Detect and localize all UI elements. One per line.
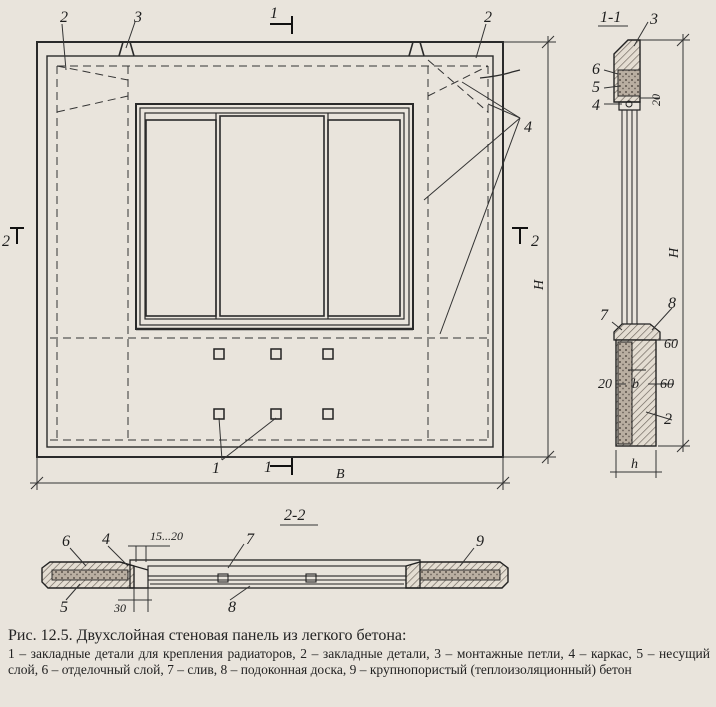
s22-label-5: 5: [60, 599, 68, 616]
section-2-2: 2-2: [41, 507, 509, 616]
s22-label-30: 30: [113, 601, 126, 615]
section-1-1-small-h-label: h: [631, 457, 638, 472]
s11-label-8: 8: [668, 295, 676, 312]
section-cut-1: [270, 16, 293, 475]
section-2-2-title: 2-2: [284, 507, 305, 524]
caption-title: Рис. 12.5. Двухслойная стеновая панель и…: [8, 627, 407, 644]
figure-caption: Рис. 12.5. Двухслойная стеновая панель и…: [8, 626, 710, 677]
section-1-bottom-label: 1: [264, 459, 272, 476]
leader-lines: [61, 21, 521, 461]
caption-legend: 1 – закладные детали для крепления радиа…: [8, 646, 710, 677]
dimension-h-label: H: [532, 279, 547, 291]
s11-label-20-mid: 20: [598, 377, 612, 392]
s11-label-5: 5: [592, 79, 600, 96]
sill-section: [613, 323, 661, 341]
s22-label-6: 6: [62, 533, 70, 550]
s11-label-3: 3: [649, 11, 658, 28]
s22-label-8: 8: [228, 599, 236, 616]
section-1-1-title: 1-1: [600, 9, 621, 26]
callout-2-left: 2: [60, 9, 68, 26]
s11-label-60-top: 60: [664, 337, 678, 352]
section-2-left-label: 2: [2, 233, 10, 250]
small-hook: [479, 69, 521, 79]
dimension-b-label: B: [336, 467, 345, 482]
window: [135, 103, 414, 331]
front-elevation: 1 1 2 2 H B: [2, 5, 556, 490]
s11-label-b: b: [632, 377, 639, 392]
technical-drawing: 1 1 2 2 H B: [2, 5, 690, 616]
s11-label-20-top: 20: [649, 94, 663, 106]
s11-label-7: 7: [600, 307, 609, 324]
s22-label-15-20: 15...20: [150, 529, 183, 543]
panel-outline: [36, 41, 504, 458]
dimension-b: [30, 457, 510, 490]
section-2-right-label: 2: [531, 233, 539, 250]
s11-label-2: 2: [664, 411, 672, 428]
s11-label-6: 6: [592, 61, 600, 78]
callout-2-right: 2: [484, 9, 492, 26]
reinforcement-frame: [50, 59, 489, 441]
mounting-loops: [118, 41, 425, 57]
section-1-top-label: 1: [270, 5, 278, 22]
callout-1: 1: [212, 460, 220, 477]
s11-label-60-mid: 60: [660, 377, 674, 392]
section-cut-2: [10, 227, 528, 244]
callout-4: 4: [524, 119, 532, 136]
s11-label-4: 4: [592, 97, 600, 114]
radiator-embedded-parts: [213, 348, 334, 420]
s22-label-9: 9: [476, 533, 484, 550]
callout-3: 3: [133, 9, 142, 26]
dimension-h: [503, 35, 556, 464]
panel-inner-outline: [46, 55, 494, 448]
s22-label-4: 4: [102, 531, 110, 548]
section-1-1: 1-1 H h: [592, 9, 690, 478]
s22-label-7: 7: [246, 531, 255, 548]
section-1-1-h-label: H: [667, 247, 682, 259]
